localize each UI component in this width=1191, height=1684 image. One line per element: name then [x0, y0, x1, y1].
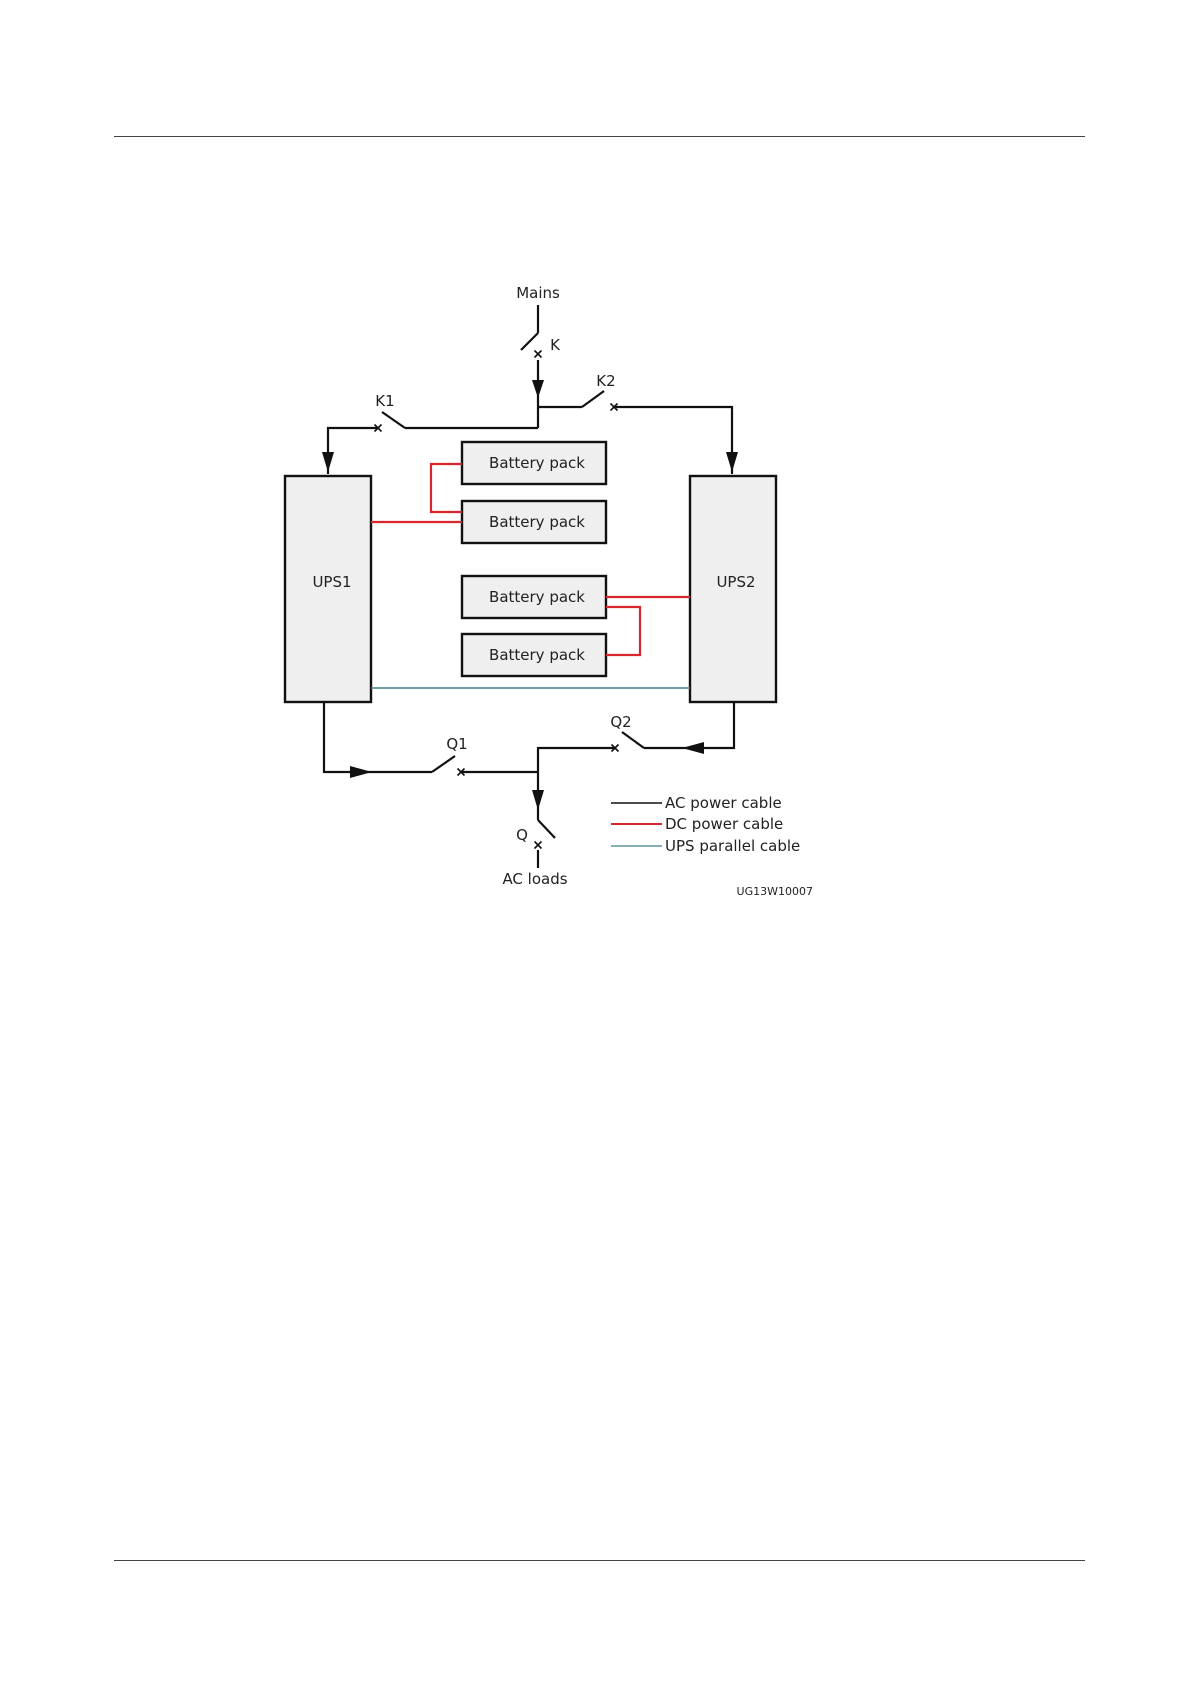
switch-k-label: K — [550, 336, 561, 354]
ups2-output-line — [644, 702, 734, 748]
k1-to-ups1-line — [328, 428, 378, 474]
legend-dc-label: DC power cable — [665, 815, 783, 833]
switch-k2-blade — [582, 391, 604, 407]
battery-pack-4-label: Battery pack — [489, 646, 585, 664]
battery-pack-1-label: Battery pack — [489, 454, 585, 472]
ups1-output-arrow — [350, 766, 372, 778]
mains-label: Mains — [516, 284, 560, 302]
switch-k1-label: K1 — [375, 392, 394, 410]
battery-pack-2-label: Battery pack — [489, 513, 585, 531]
battery-pack-3-label: Battery pack — [489, 588, 585, 606]
ups2-label: UPS2 — [716, 573, 755, 591]
ups1-label: UPS1 — [312, 573, 351, 591]
switch-q-blade — [538, 820, 555, 838]
q2-to-bus-line — [538, 748, 615, 820]
switch-q2-label: Q2 — [610, 713, 631, 731]
ups2-input-arrow — [726, 452, 738, 472]
ac-loads-label: AC loads — [502, 870, 567, 888]
dc-cable-pack3-pack4-link — [606, 607, 640, 655]
ups1-output-line — [324, 702, 432, 772]
switch-q-contact-mark — [535, 842, 542, 849]
legend: AC power cable DC power cable UPS parall… — [611, 794, 800, 855]
switch-q2-blade — [622, 732, 644, 748]
legend-ac-label: AC power cable — [665, 794, 782, 812]
switch-k2-label: K2 — [596, 372, 615, 390]
switch-k-contact-mark — [535, 351, 542, 358]
k2-to-ups2-line — [614, 407, 732, 474]
ups2-output-arrow — [682, 742, 704, 754]
switch-q1-blade — [432, 756, 455, 772]
switch-q-label: Q — [516, 826, 528, 844]
figure-id: UG13W10007 — [737, 885, 813, 898]
k-down-arrow — [532, 380, 544, 398]
switch-q1-label: Q1 — [446, 735, 467, 753]
legend-parallel-label: UPS parallel cable — [665, 837, 800, 855]
switch-k-blade — [521, 333, 538, 350]
dc-cable-pack1-pack2-link — [431, 464, 462, 512]
bus-down-arrow — [532, 790, 544, 810]
switch-k1-blade — [382, 412, 405, 428]
ups1-input-arrow — [322, 452, 334, 472]
